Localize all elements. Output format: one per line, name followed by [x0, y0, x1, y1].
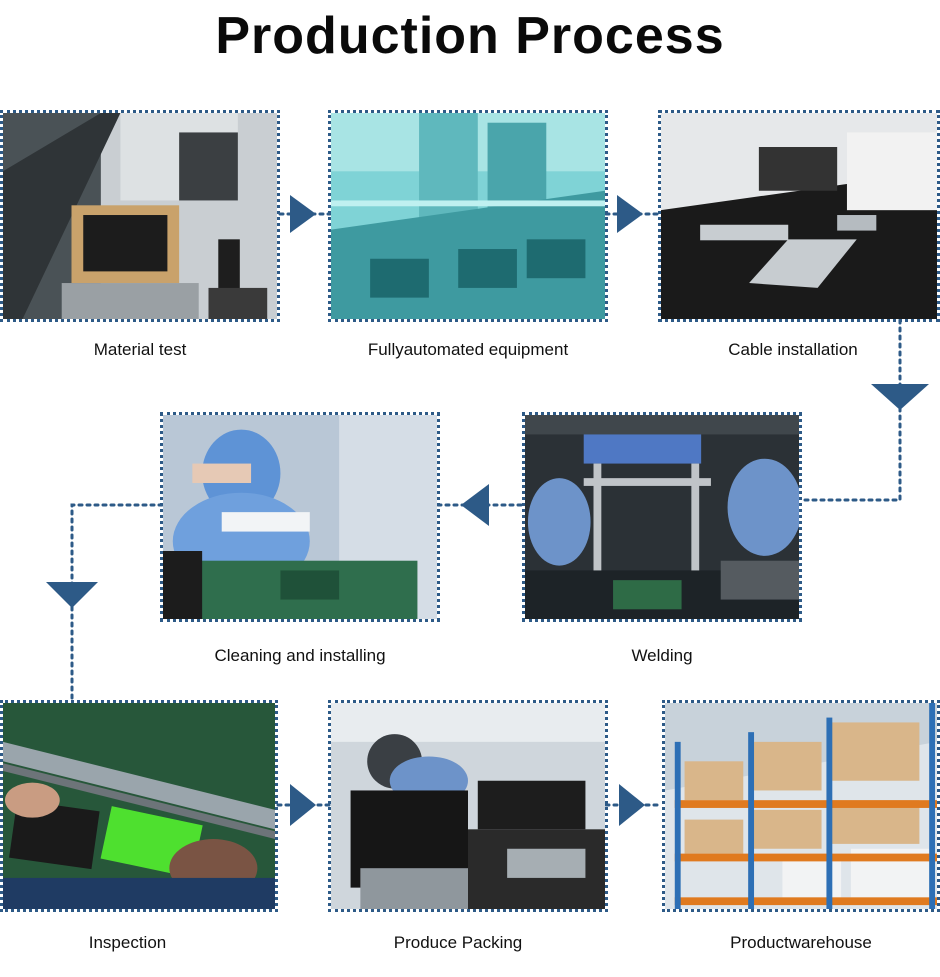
inspection-photo — [0, 700, 278, 912]
arrow-right-icon — [290, 784, 316, 826]
produce-packing-photo — [328, 700, 608, 912]
automated-equipment-photo — [328, 110, 608, 322]
step-label-cleaning-installing: Cleaning and installing — [214, 646, 386, 665]
step-label-product-warehouse: Productwarehouse — [730, 933, 872, 952]
step-label-produce-packing: Produce Packing — [393, 933, 523, 952]
arrow-right-icon — [290, 195, 316, 233]
step-label-inspection: Inspection — [88, 933, 167, 952]
step-label-cable-installation: Cable installation — [728, 340, 858, 359]
material-test-photo — [0, 110, 280, 322]
cleaning-installing-photo — [160, 412, 440, 622]
welding-photo — [522, 412, 802, 622]
arrow-down-icon — [871, 384, 929, 410]
step-label-welding: Welding — [631, 646, 693, 665]
arrow-right-icon — [619, 784, 645, 826]
page-title: Production Process — [215, 7, 725, 65]
arrow-left-icon — [461, 484, 489, 526]
cable-installation-photo — [658, 110, 940, 322]
arrow-down-icon — [46, 582, 98, 608]
step-label-material-test: Material test — [93, 340, 187, 359]
product-warehouse-photo — [662, 700, 940, 912]
step-label-automated-equipment: Fullyautomated equipment — [367, 340, 569, 359]
arrow-right-icon — [617, 195, 643, 233]
